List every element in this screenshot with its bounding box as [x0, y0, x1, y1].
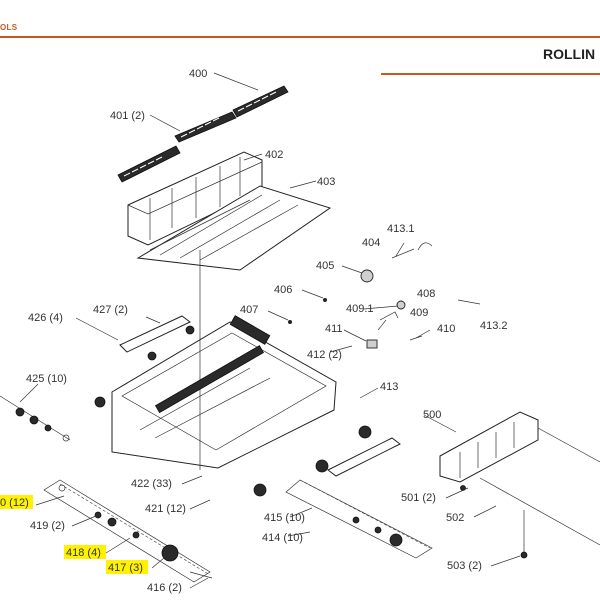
callout-411: 411	[325, 323, 343, 335]
callout-410: 410	[437, 323, 455, 335]
callout-427: 427 (2)	[93, 304, 128, 316]
callout-412: 412 (2)	[307, 349, 342, 361]
part-414-rollers	[285, 479, 433, 559]
callout-420: 0 (12)	[0, 497, 29, 509]
main-frame	[111, 250, 337, 470]
highlight-417	[106, 560, 148, 574]
callout-407: 407	[240, 304, 258, 316]
callout-416: 416 (2)	[147, 582, 182, 594]
highlight-418	[64, 545, 106, 559]
callout-426: 426 (4)	[28, 312, 63, 324]
callout-403: 403	[317, 176, 335, 188]
callout-409-1: 409.1	[346, 303, 374, 315]
callout-419: 419 (2)	[30, 520, 65, 532]
part-403-tray	[136, 185, 332, 271]
callout-406: 406	[274, 284, 292, 296]
section-title: ROLLIN	[543, 46, 596, 62]
part-425-rollers	[0, 395, 106, 442]
title-rule	[381, 73, 600, 75]
part-427-handle	[119, 315, 195, 361]
part-402-divider	[127, 151, 263, 246]
brand-text: OLS	[0, 23, 18, 32]
callout-502: 502	[446, 512, 464, 524]
callout-413: 413	[380, 381, 398, 393]
callout-400: 400	[189, 68, 207, 80]
callout-415: 415 (10)	[264, 512, 305, 524]
callout-501: 501 (2)	[401, 492, 436, 504]
highlight-420	[0, 495, 33, 509]
callout-418: 418 (4)	[66, 547, 101, 559]
header-rule	[0, 36, 600, 38]
callout-413-2: 413.2	[480, 320, 508, 332]
callout-401: 401 (2)	[110, 110, 145, 122]
leader-lines	[19, 72, 521, 589]
callout-404: 404	[362, 237, 380, 249]
callout-413-1: 413.1	[387, 223, 415, 235]
part-416-420-shaft	[43, 479, 213, 583]
part-413-bar	[253, 425, 401, 497]
callout-414: 414 (10)	[262, 532, 303, 544]
callout-408: 408	[417, 288, 435, 300]
right-small-parts	[288, 242, 481, 349]
callout-405: 405	[316, 260, 334, 272]
callout-417: 417 (3)	[108, 562, 143, 574]
callout-425: 425 (10)	[26, 373, 67, 385]
callout-409: 409	[410, 307, 428, 319]
callout-402: 402	[265, 149, 283, 161]
callout-500: 500	[423, 409, 441, 421]
callout-503: 503 (2)	[447, 560, 482, 572]
callout-422: 422 (33)	[131, 478, 172, 490]
callout-421: 421 (12)	[145, 503, 186, 515]
part-500-block	[439, 411, 600, 559]
part-400-strip	[117, 85, 289, 183]
